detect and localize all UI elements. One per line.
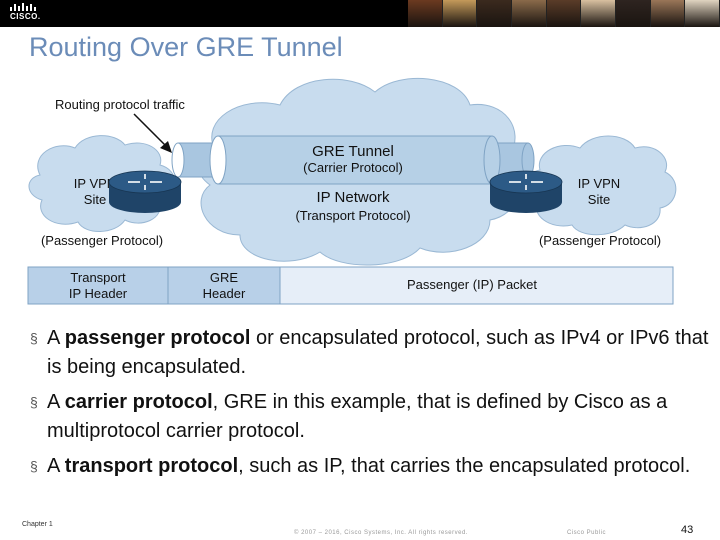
header-photo [408, 0, 443, 27]
bullet-term: carrier protocol [64, 391, 213, 413]
header-photo [685, 0, 720, 27]
bullet-carrier-protocol: § A carrier protocol, GRE in this example… [30, 388, 710, 446]
annotation-label: Routing protocol traffic [55, 97, 185, 112]
bullet-marker: § [30, 458, 38, 474]
bullet-passenger-protocol: § A passenger protocol or encapsulated pr… [30, 324, 710, 382]
bullet-transport-protocol: § A transport protocol, such as IP, that … [30, 452, 710, 481]
bullet-prefix: A [47, 327, 65, 349]
gre-tunnel-diagram: Routing protocol traffic GRE Tunnel (Car… [27, 77, 677, 305]
bullet-term: passenger protocol [64, 327, 251, 349]
page-number: 43 [681, 524, 694, 536]
gre-header-label: GRE [210, 270, 239, 285]
slide-title: Routing Over GRE Tunnel [29, 32, 343, 62]
header-photo [477, 0, 513, 27]
right-site-label: IP VPN [578, 176, 620, 191]
tunnel-sublabel: (Carrier Protocol) [303, 160, 403, 175]
packet-structure [27, 266, 674, 305]
header-photo [442, 0, 478, 27]
header-photo [650, 0, 686, 27]
tunnel-label: GRE Tunnel [312, 143, 394, 160]
header-photo [581, 0, 617, 27]
top-banner: CISCO. [0, 0, 720, 27]
left-site-sublabel: Site [84, 192, 106, 207]
right-site-cloud [526, 135, 677, 236]
transport-header-sublabel: IP Header [69, 286, 128, 301]
bullet-marker: § [30, 394, 38, 410]
bullet-text: , such as IP, that carries the encapsula… [238, 455, 691, 477]
network-label: IP Network [316, 189, 390, 206]
cisco-logo-icon [10, 3, 36, 11]
cisco-logo-text: CISCO. [10, 12, 41, 21]
footer-chapter: Chapter 1 [22, 521, 53, 528]
right-passenger-label: (Passenger Protocol) [539, 233, 661, 248]
footer-classification: Cisco Public [567, 530, 607, 536]
gre-header-sublabel: Header [203, 286, 246, 301]
bullet-marker: § [30, 330, 38, 346]
header-photo-strip [408, 0, 720, 27]
left-site-label: IP VPN [74, 176, 116, 191]
header-photo [512, 0, 547, 27]
bullet-prefix: A [47, 391, 65, 413]
bullet-term: transport protocol [64, 455, 239, 477]
right-site-sublabel: Site [588, 192, 610, 207]
network-sublabel: (Transport Protocol) [295, 208, 410, 223]
header-photo [546, 0, 582, 27]
footer-copyright: © 2007 – 2016, Cisco Systems, Inc. All r… [294, 530, 468, 536]
header-photo [616, 0, 651, 27]
bullet-text: or encapsulated protocol, such as IPv4 o… [47, 327, 709, 378]
left-passenger-label: (Passenger Protocol) [41, 233, 163, 248]
bullet-list: § A passenger protocol or encapsulated pr… [30, 324, 710, 487]
passenger-packet-label: Passenger (IP) Packet [407, 277, 537, 292]
left-router-icon [108, 170, 182, 213]
annotation-arrow-icon [133, 113, 172, 153]
gre-tunnel-pipe [171, 135, 535, 185]
transport-header-label: Transport [70, 270, 126, 285]
bullet-text: , GRE in this example, that is defined b… [47, 391, 668, 442]
right-router-icon [489, 170, 563, 213]
bullet-prefix: A [47, 455, 65, 477]
